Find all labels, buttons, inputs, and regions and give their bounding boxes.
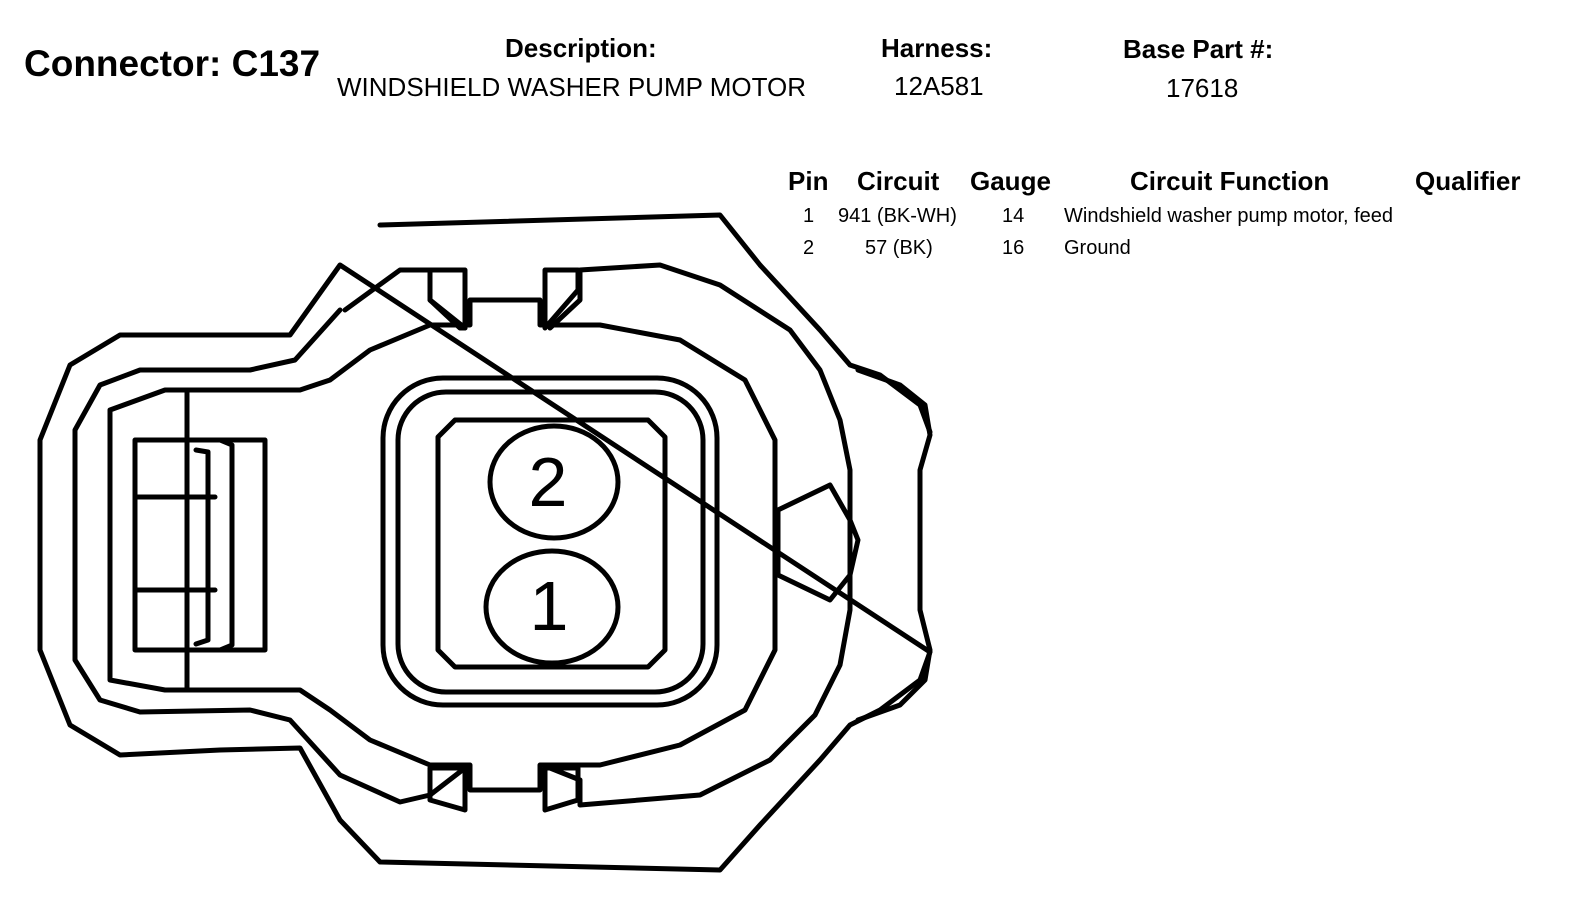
harness-value: 12A581 <box>894 71 984 101</box>
bottom-latch-right <box>542 765 581 813</box>
top-latch-left <box>427 267 468 331</box>
function-cell: Windshield washer pump motor, feed <box>1064 205 1394 227</box>
top-latch-right <box>542 267 581 331</box>
harness-label: Harness: <box>881 33 993 63</box>
col-pin: Pin <box>788 166 829 196</box>
pin-cell: 2 <box>803 237 815 259</box>
left-latch-slot-2 <box>193 447 211 647</box>
col-circuit-function: Circuit Function <box>1130 166 1330 196</box>
col-gauge: Gauge <box>970 166 1051 196</box>
description-value: WINDSHIELD WASHER PUMP MOTOR <box>337 72 807 102</box>
base-part-label: Base Part #: <box>1123 34 1274 64</box>
right-ear <box>855 367 933 723</box>
bottom-latch-left <box>427 765 468 813</box>
connector-id: C137 <box>231 43 321 84</box>
left-latch-slot <box>217 437 235 653</box>
left-latch-outer <box>132 437 268 653</box>
gauge-cell: 16 <box>1002 237 1025 259</box>
connector-title: Connector: C137 <box>24 43 320 85</box>
gauge-cell: 14 <box>1002 205 1025 227</box>
pin-2-label: 2 <box>529 443 568 521</box>
pin-cell: 1 <box>803 205 815 227</box>
pin-1-label: 1 <box>530 567 569 645</box>
circuit-cell: 941 (BK-WH) <box>838 205 957 227</box>
col-qualifier: Qualifier <box>1415 166 1521 196</box>
connector-label: Connector: <box>24 43 222 84</box>
pin-1-circle <box>483 548 621 666</box>
face-outer-ring <box>380 375 720 708</box>
pin-2-circle <box>487 423 621 541</box>
housing-outer <box>37 212 933 873</box>
face-inner-block <box>435 417 668 670</box>
housing-face-ring <box>107 297 778 793</box>
right-key-tab <box>775 482 861 603</box>
face-middle-ring <box>395 389 706 695</box>
col-circuit: Circuit <box>857 166 940 196</box>
circuit-cell: 57 (BK) <box>865 237 933 259</box>
base-part-value: 17618 <box>1166 73 1239 103</box>
description-label: Description: <box>505 33 657 63</box>
function-cell: Ground <box>1064 237 1131 259</box>
